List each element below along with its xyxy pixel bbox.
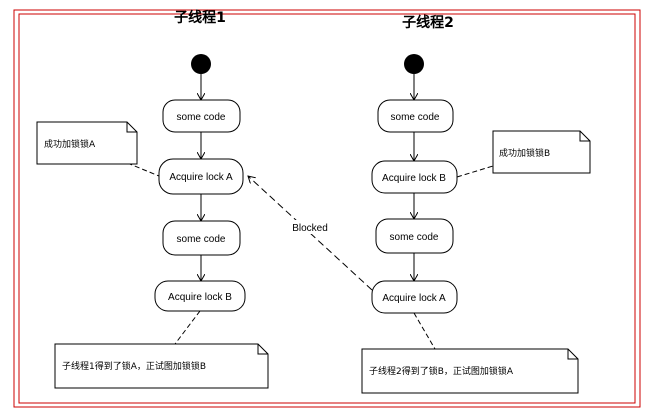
lane-2-acquire-lock-b-label: Acquire lock B bbox=[382, 173, 446, 184]
lane-1-start-node bbox=[191, 54, 211, 74]
lane-1-some-code-label: some code bbox=[177, 112, 226, 123]
lane-1-title: 子线程1 bbox=[174, 9, 226, 26]
lane-2-acquire-lock-a-label: Acquire lock A bbox=[382, 293, 446, 304]
lane-1-acquire-lock-a-node bbox=[158, 158, 244, 195]
t1-note-bottom-connector bbox=[174, 310, 201, 345]
t2-note-bottom-text: 子线程2得到了锁B，正试图加锁锁A bbox=[369, 365, 514, 377]
blocked-edge bbox=[248, 176, 373, 291]
lane-1-some-code-2-node bbox=[162, 220, 241, 256]
t1-note-top-fold bbox=[126, 122, 137, 133]
lane-1-some-code-node bbox=[162, 99, 241, 133]
t1-note-top bbox=[36, 121, 138, 165]
lane-2-title: 子线程2 bbox=[402, 14, 454, 31]
blocked-edge-label: Blocked bbox=[292, 223, 328, 234]
t2-note-bottom-connector bbox=[413, 312, 436, 350]
lane-1-some-code-2-label: some code bbox=[177, 234, 226, 245]
t1-note-top-connector bbox=[119, 159, 160, 177]
lane-2-some-code-node bbox=[377, 99, 454, 133]
t2-note-top-connector bbox=[456, 165, 494, 178]
t1-note-bottom bbox=[54, 343, 269, 389]
t1-note-bottom-text: 子线程1得到了锁A，正试图加锁锁B bbox=[62, 360, 206, 372]
t2-note-top bbox=[492, 130, 591, 174]
inner-frame bbox=[18, 13, 636, 404]
outer-frame bbox=[13, 9, 641, 408]
t2-note-top-fold bbox=[579, 131, 590, 142]
lane-1-acquire-lock-a-label: Acquire lock A bbox=[169, 172, 233, 183]
lane-1-acquire-lock-b-label: Acquire lock B bbox=[168, 292, 232, 303]
lane-2-start-node bbox=[404, 54, 424, 74]
t2-note-bottom-fold bbox=[567, 349, 578, 360]
t2-note-bottom bbox=[361, 348, 579, 394]
t1-note-top-text: 成功加锁锁A bbox=[44, 138, 96, 150]
blocked-label-bg bbox=[288, 220, 332, 234]
lane-2-some-code-2-node bbox=[375, 218, 454, 254]
t2-note-top-text: 成功加锁锁B bbox=[499, 147, 550, 159]
lane-2-some-code-2-label: some code bbox=[390, 232, 439, 243]
t1-note-bottom-fold bbox=[257, 344, 268, 355]
lane-2-some-code-label: some code bbox=[391, 112, 440, 123]
